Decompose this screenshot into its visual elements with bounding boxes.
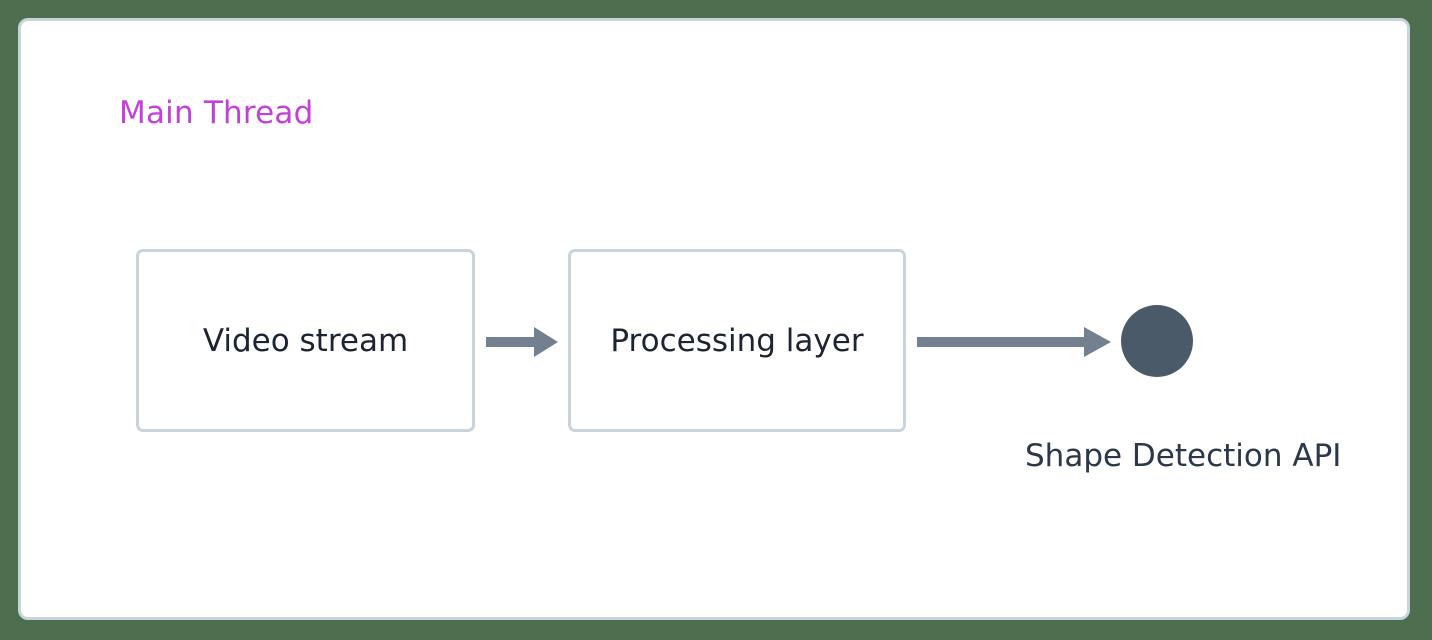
node-processing-layer-label: Processing layer [610, 322, 864, 359]
subgraph-label-main-thread: Main Thread [119, 95, 314, 131]
node-video-stream[interactable]: Video stream [136, 249, 475, 432]
node-video-stream-label: Video stream [202, 322, 409, 359]
node-shape-detection-api[interactable] [1121, 305, 1193, 377]
node-shape-detection-api-label: Shape Detection API [1025, 438, 1342, 474]
node-processing-layer[interactable]: Processing layer [568, 249, 906, 432]
edge-video-to-processing-arrow-icon [486, 327, 558, 357]
diagram-canvas: Main Thread Video stream Processing laye… [18, 18, 1410, 620]
edge-processing-to-api-arrow-icon [917, 327, 1111, 357]
